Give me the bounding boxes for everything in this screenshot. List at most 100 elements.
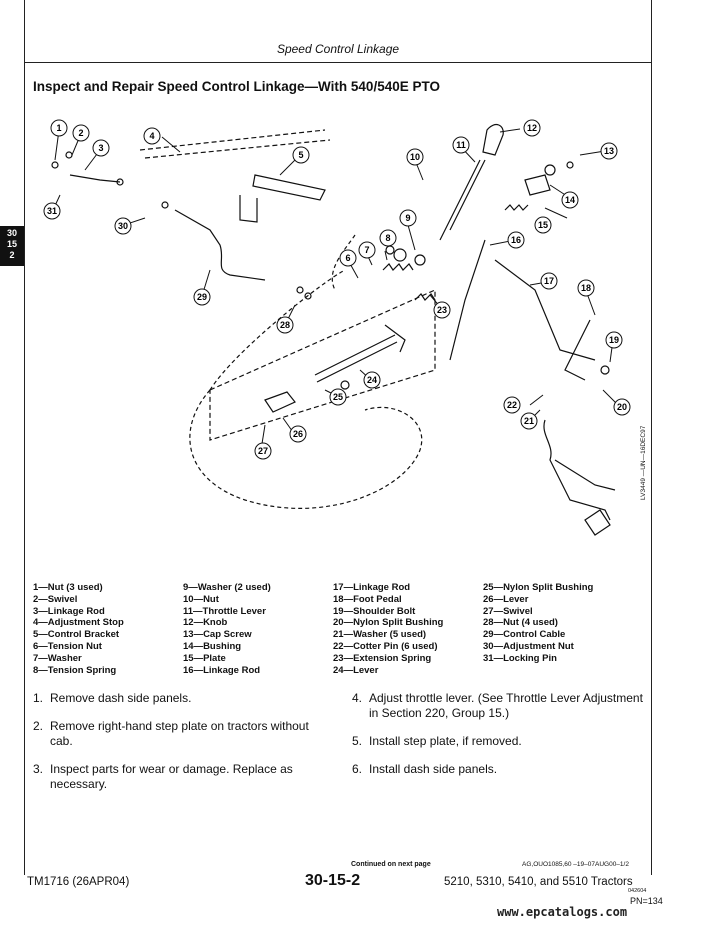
legend-item: 30—Adjustment Nut (483, 640, 574, 652)
callout-17: 17 (540, 272, 558, 290)
callout-25: 25 (329, 388, 347, 406)
callout-27: 27 (254, 442, 272, 460)
svg-text:24: 24 (367, 375, 377, 385)
legend-item: 24—Lever (333, 664, 379, 676)
callout-13: 13 (600, 142, 618, 160)
callout-19: 19 (605, 331, 623, 349)
legend-item: 16—Linkage Rod (183, 664, 261, 676)
svg-text:8: 8 (385, 233, 390, 243)
legend-item: 20—Nylon Split Bushing (333, 617, 444, 629)
callout-16: 16 (507, 231, 525, 249)
legend-item: 11—Throttle Lever (183, 605, 266, 617)
svg-text:10: 10 (410, 152, 420, 162)
legend-item: 21—Washer (5 used) (333, 629, 427, 641)
steps-right-column: 4.Adjust throttle lever. (See Throttle L… (352, 691, 647, 790)
svg-text:26: 26 (293, 429, 303, 439)
svg-text:6: 6 (345, 253, 350, 263)
legend-item: 12—Knob (183, 617, 228, 629)
legend-column-3: 17—Linkage Rod 18—Foot Pedal 19—Shoulder… (333, 582, 443, 676)
callout-18: 18 (577, 279, 595, 297)
callout-23: 23 (433, 301, 451, 319)
svg-text:25: 25 (333, 392, 343, 402)
side-tab-line-3: 2 (9, 250, 15, 260)
revision-code: 042604 (628, 888, 647, 894)
legend-item: 28—Nut (4 used) (483, 617, 558, 629)
svg-text:7: 7 (364, 245, 369, 255)
callout-12: 12 (523, 119, 541, 137)
callout-6: 6 (339, 249, 357, 267)
legend-column-2: 9—Washer (2 used) 10—Nut 11—Throttle Lev… (183, 582, 271, 676)
svg-text:5: 5 (298, 150, 303, 160)
svg-text:13: 13 (604, 146, 614, 156)
page-title: Inspect and Repair Speed Control Linkage… (33, 79, 440, 94)
legend-item: 25—Nylon Split Bushing (483, 582, 594, 593)
callout-4: 4 (143, 127, 161, 145)
legend-item: 14—Bushing (183, 640, 242, 652)
procedure-step: 1.Remove dash side panels. (33, 691, 192, 705)
svg-text:9: 9 (405, 213, 410, 223)
callout-21: 21 (520, 412, 538, 430)
section-header-title: Speed Control Linkage (276, 42, 400, 56)
procedure-step: 4.Adjust throttle lever. (See Throttle L… (352, 691, 643, 720)
callout-22: 22 (503, 396, 521, 414)
callout-29: 29 (193, 288, 211, 306)
callout-7: 7 (358, 241, 376, 259)
svg-text:12: 12 (527, 123, 537, 133)
svg-text:4: 4 (149, 131, 154, 141)
procedure-step: 6.Install dash side panels. (352, 762, 498, 776)
legend-item: 4—Adjustment Stop (33, 617, 124, 629)
callout-8: 8 (379, 229, 397, 247)
callout-2: 2 (72, 124, 90, 142)
svg-text:20: 20 (617, 402, 627, 412)
procedure-step: 5.Install step plate, if removed. (352, 734, 522, 748)
svg-text:29: 29 (197, 292, 207, 302)
legend-item: 17—Linkage Rod (333, 582, 411, 593)
legend-item: 2—Swivel (33, 593, 78, 605)
legend-item: 7—Washer (33, 652, 82, 664)
legend-item: 27—Swivel (483, 605, 533, 617)
svg-text:3: 3 (98, 143, 103, 153)
svg-text:21: 21 (524, 416, 534, 426)
procedure-step: 3.Inspect parts for wear or damage. Repl… (33, 762, 293, 791)
svg-text:18: 18 (581, 283, 591, 293)
legend-item: 10—Nut (183, 593, 219, 605)
svg-text:17: 17 (544, 276, 554, 286)
svg-text:2: 2 (78, 128, 83, 138)
legend-item: 26—Lever (483, 593, 529, 605)
side-tab-line-2: 15 (6, 239, 17, 249)
svg-text:16: 16 (511, 235, 521, 245)
legend-item: 19—Shoulder Bolt (333, 605, 416, 617)
legend-item: 13—Cap Screw (183, 629, 252, 641)
document-reference: AG,OUO1085,60 –19–07AUG00–1/2 (522, 861, 629, 868)
legend-item: 18—Foot Pedal (333, 593, 402, 605)
callout-26: 26 (289, 425, 307, 443)
legend-column-1: 1—Nut (3 used) 2—Swivel 3—Linkage Rod 4—… (33, 582, 124, 676)
svg-text:22: 22 (507, 400, 517, 410)
speed-control-linkage-diagram: 1 2 3 4 5 6 7 8 9 10 11 12 13 14 15 16 1… (43, 119, 631, 536)
svg-text:27: 27 (258, 446, 268, 456)
callout-28: 28 (276, 316, 294, 334)
page-number: 30-15-2 (305, 872, 361, 889)
pn-number: PN=134 (630, 896, 663, 906)
svg-text:19: 19 (609, 335, 619, 345)
callout-30: 30 (114, 217, 132, 235)
svg-text:11: 11 (456, 140, 466, 150)
svg-text:28: 28 (280, 320, 290, 330)
callout-3: 3 (92, 139, 110, 157)
callout-10: 10 (406, 148, 424, 166)
callout-20: 20 (613, 398, 631, 416)
legend-item: 6—Tension Nut (33, 640, 102, 652)
content-frame (24, 63, 652, 875)
callout-14: 14 (561, 191, 579, 209)
legend-item: 15—Plate (183, 652, 226, 664)
legend-item: 31—Locking Pin (483, 652, 557, 664)
svg-text:23: 23 (437, 305, 447, 315)
continued-note: Continued on next page (351, 861, 431, 868)
procedure-step: 2.Remove right-hand step plate on tracto… (33, 719, 309, 748)
legend-item: 29—Control Cable (483, 629, 566, 641)
legend-item: 8—Tension Spring (33, 664, 117, 676)
callout-1: 1 (50, 119, 68, 137)
tractor-models: 5210, 5310, 5410, and 5510 Tractors (444, 876, 633, 888)
svg-text:15: 15 (538, 220, 548, 230)
svg-text:1: 1 (56, 123, 61, 133)
